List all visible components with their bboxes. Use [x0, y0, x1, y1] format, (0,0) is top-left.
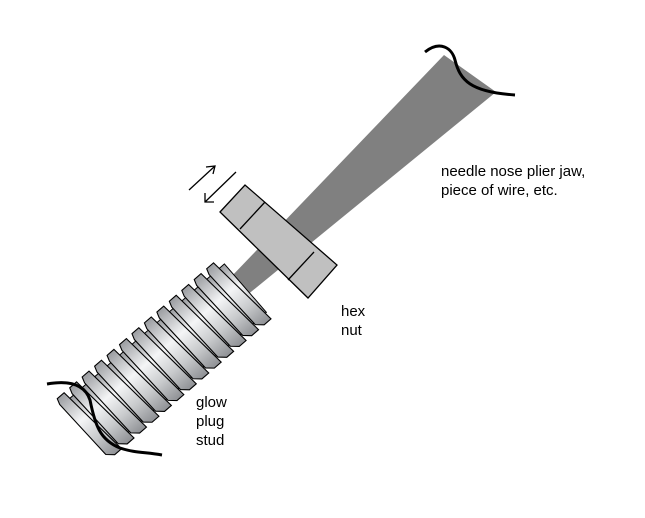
hex-nut: [219, 184, 338, 299]
stud-thread: [193, 272, 260, 337]
stud-thread: [181, 283, 247, 348]
stud-thread: [206, 262, 272, 326]
stud-thread: [106, 348, 173, 412]
stud-label-line: stud: [196, 432, 225, 449]
stud-thread: [118, 337, 185, 402]
stud-thread: [69, 381, 135, 445]
plier-label: needle nose plier jaw, piece of wire, etc…: [441, 162, 585, 200]
stud-label: glow plug stud: [196, 393, 227, 450]
glow-plug-stud: [56, 262, 272, 456]
plier-outline-curve: [424, 44, 516, 97]
stud-thread: [156, 305, 222, 369]
movement-arrows-icon: [188, 165, 237, 203]
engine-outline-curve: [46, 381, 163, 457]
stud-thread: [93, 359, 160, 423]
stud-thread: [168, 294, 235, 358]
stud-thread: [81, 370, 148, 434]
nut-label-line: hex: [341, 303, 366, 320]
stud-thread: [131, 327, 198, 391]
plier-label-line: needle nose plier jaw,: [441, 163, 586, 180]
nut-label-line: nut: [341, 322, 362, 339]
stud-thread: [143, 316, 210, 380]
stud-label-line: glow: [196, 394, 227, 411]
plier-label-line: piece of wire, etc.: [441, 182, 558, 199]
nut-label: hex nut: [341, 302, 365, 340]
stud-label-line: plug: [196, 413, 225, 430]
